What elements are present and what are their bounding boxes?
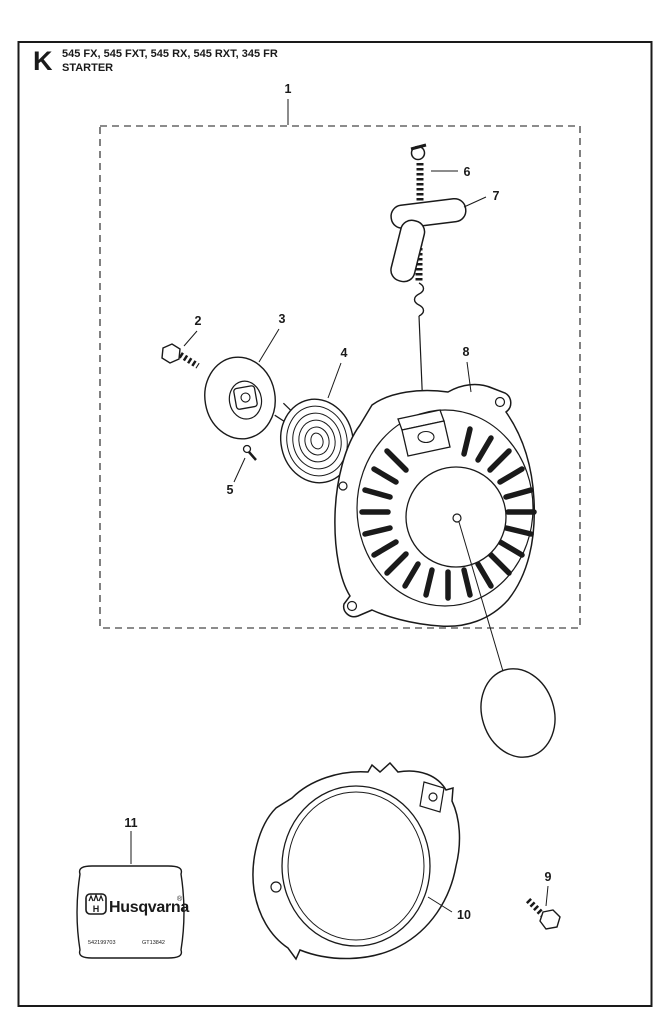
- logo-h-letter: H: [93, 904, 100, 914]
- husqvarna-wordmark: Husqvarna: [109, 899, 189, 916]
- housing-center-hole: [452, 513, 462, 523]
- part-brand-decal: H Husqvarna ® 542199703 GT13842: [76, 865, 190, 959]
- part-recoil-spring: [274, 398, 354, 484]
- model-list: 545 FX, 545 FXT, 545 RX, 545 RXT, 345 FR: [62, 48, 278, 60]
- husqvarna-logo-icon: H: [85, 893, 107, 915]
- housing-mount-hole-left: [338, 481, 348, 491]
- section-letter: K: [33, 46, 53, 76]
- callout-4-label: 4: [341, 346, 348, 360]
- housing-center-disc: [405, 466, 507, 568]
- callout-5-label: 5: [227, 483, 234, 497]
- callout-9-label: 9: [545, 870, 552, 884]
- callout-7: 7: [463, 189, 500, 208]
- callout-4: 4: [327, 346, 348, 399]
- part-pulley-screw: [161, 343, 200, 369]
- section-title: STARTER: [62, 62, 113, 74]
- fan-cover-hole-topright: [428, 792, 438, 802]
- callout-7-label: 7: [493, 189, 500, 203]
- decal-leader-line: [458, 521, 511, 696]
- housing-rope-guide: [397, 409, 451, 457]
- callout-10-label: 10: [457, 908, 471, 922]
- callout-2-label: 2: [195, 314, 202, 328]
- page-border: [17, 41, 653, 1007]
- callout-9: 9: [545, 870, 552, 907]
- callout-6-label: 6: [464, 165, 471, 179]
- callout-1-label: 1: [285, 82, 292, 96]
- callout-2: 2: [183, 314, 202, 347]
- registered-mark: ®: [177, 895, 183, 903]
- callout-1: 1: [285, 82, 292, 125]
- callout-8: 8: [463, 345, 472, 393]
- part-spring-screw: [242, 444, 257, 461]
- callout-5: 5: [227, 457, 246, 497]
- callout-3-label: 3: [279, 312, 286, 326]
- callout-8-label: 8: [463, 345, 470, 359]
- part-starter-decal: [480, 668, 556, 758]
- part-cover-screw: [524, 896, 561, 930]
- decal-fineprint-right: GT13842: [142, 940, 165, 946]
- housing-mount-hole-bottom: [346, 600, 358, 612]
- starter-housing-vents: [359, 426, 537, 601]
- part-fan-cover: [252, 761, 461, 961]
- callout-3: 3: [258, 312, 286, 363]
- fan-cover-hole-left: [270, 881, 282, 893]
- callout-10: 10: [427, 896, 471, 922]
- part-starter-pulley: [204, 356, 276, 440]
- decal-fineprint-left: 542199703: [88, 940, 116, 946]
- housing-mount-hole-top: [494, 396, 506, 408]
- callout-11: 11: [124, 816, 138, 864]
- assembly-boundary-box: [99, 125, 581, 629]
- callout-11-label: 11: [124, 816, 137, 830]
- part-starter-handle: [390, 197, 467, 283]
- part-starter-housing: [334, 383, 537, 628]
- callout-6: 6: [431, 165, 471, 179]
